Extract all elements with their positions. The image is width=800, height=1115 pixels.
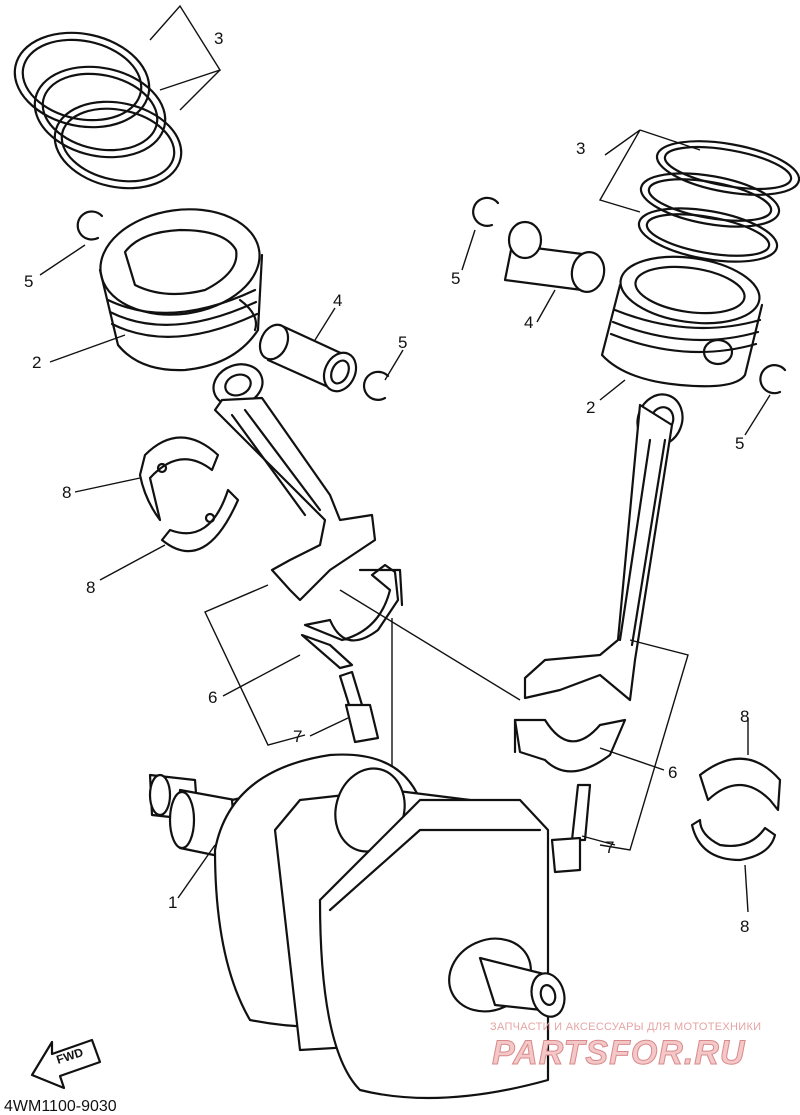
circlip-right-bottom: [759, 364, 787, 395]
callout-7-right: 7: [605, 838, 614, 857]
rod-bolt-right: [550, 783, 592, 874]
bearing-shells-left: [138, 436, 240, 553]
circlip-left-bottom: [363, 370, 390, 401]
callout-8-left-bottom: 8: [86, 578, 95, 597]
piston-rings-left: [13, 31, 183, 190]
watermark-brand: PARTSFOR.RU: [492, 1034, 746, 1072]
callout-6-left: 6: [208, 688, 217, 707]
callout-3-right: 3: [576, 139, 585, 158]
connecting-rod-right: [523, 393, 684, 702]
rod-bolt-left: [338, 670, 380, 744]
watermark-subtitle: ЗАПЧАСТИ И АКСЕССУАРЫ ДЛЯ МОТОТЕХНИКИ: [490, 1021, 761, 1033]
crankshaft: [148, 753, 566, 1100]
callout-3-left: 3: [214, 29, 223, 48]
connecting-rod-left: [212, 363, 377, 602]
rod-cap-right: [513, 718, 627, 773]
circlip-right-top: [472, 196, 500, 227]
piston-rings-right: [637, 140, 800, 263]
callout-4-left: 4: [333, 291, 342, 310]
piston-left: [98, 208, 264, 372]
callout-5-right-bottom: 5: [735, 434, 744, 453]
callout-6-right: 6: [668, 763, 677, 782]
callout-2-left: 2: [32, 353, 41, 372]
callout-1: 1: [168, 893, 177, 912]
rod-cap-left: [300, 563, 404, 670]
piston-pin-left: [258, 323, 358, 393]
bracket-right: [599, 639, 689, 851]
circlip-left-top: [76, 210, 104, 241]
callout-2-right: 2: [586, 398, 595, 417]
bearing-shells-right: [690, 757, 782, 862]
callout-5-left-top: 5: [24, 272, 33, 291]
watermark: ЗАПЧАСТИ И АКСЕССУАРЫ ДЛЯ МОТОТЕХНИКИ PA…: [490, 1021, 761, 1073]
callout-4-right: 4: [524, 313, 533, 332]
piston-right: [600, 255, 764, 388]
bracket-left: [204, 584, 306, 746]
callout-5-left-bottom: 5: [398, 333, 407, 352]
callout-7-left: 7: [293, 727, 302, 746]
callout-5-right-top: 5: [451, 269, 460, 288]
leader-lines: [39, 4, 771, 913]
piston-pin-right: [503, 220, 606, 293]
fwd-arrow-icon: FWD: [30, 1038, 102, 1090]
callout-8-right-top: 8: [740, 707, 749, 726]
callout-8-right-bottom: 8: [740, 917, 749, 936]
diagram-code: 4WM1100-9030: [4, 1098, 117, 1115]
callout-8-left-top: 8: [62, 483, 71, 502]
